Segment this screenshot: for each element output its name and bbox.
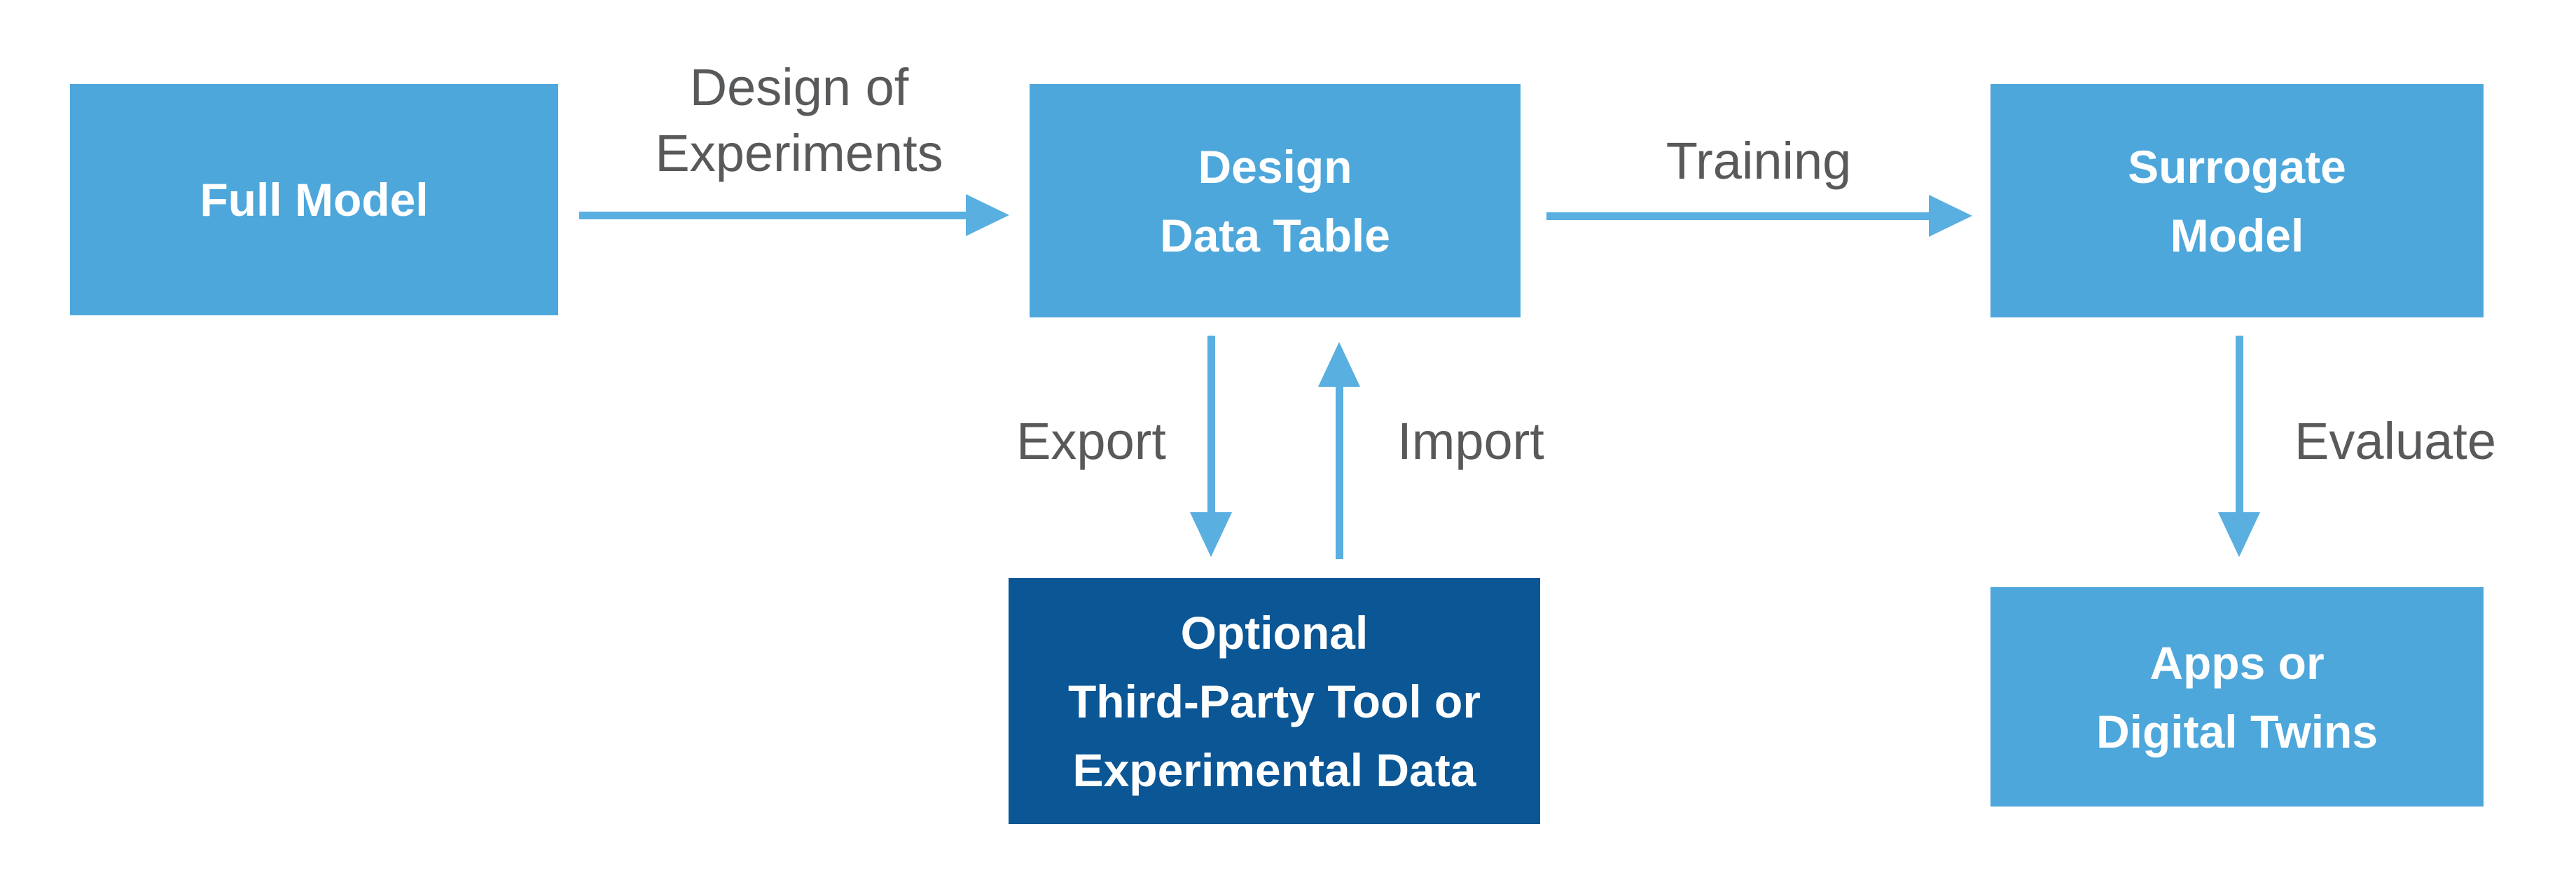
optional-third-party-label: Optional Third-Party Tool or Experimenta… xyxy=(1067,606,1481,796)
apps-digital-twins-box: Apps or Digital Twins xyxy=(1990,587,2484,807)
full-model-label: Full Model xyxy=(200,174,429,226)
arrow-shaft xyxy=(2236,336,2243,512)
import-label: Import xyxy=(1397,412,1544,470)
apps-digital-twins-label: Apps or Digital Twins xyxy=(2096,636,2378,757)
training-label: Training xyxy=(1666,132,1852,190)
design-data-table-box: Design Data Table xyxy=(1030,84,1521,317)
export-label: Export xyxy=(1016,412,1166,470)
arrow-shaft xyxy=(1546,212,1929,220)
full-model-box: Full Model xyxy=(70,84,558,315)
arrow-head-up-icon xyxy=(1318,342,1360,387)
arrow-head-down-icon xyxy=(2218,512,2260,557)
evaluate-label: Evaluate xyxy=(2294,412,2496,470)
surrogate-model-box: Surrogate Model xyxy=(1990,84,2484,317)
arrow-shaft xyxy=(1207,336,1215,512)
surrogate-model-label: Surrogate Model xyxy=(2128,140,2346,261)
design-data-table-label: Design Data Table xyxy=(1160,140,1390,261)
arrow-shaft xyxy=(579,212,966,219)
arrow-head-down-icon xyxy=(1190,512,1232,557)
design-of-experiments-label: Design of Experiments xyxy=(655,58,943,182)
arrow-shaft xyxy=(1336,387,1343,559)
arrow-head-right-icon xyxy=(966,194,1009,236)
arrow-head-right-icon xyxy=(1929,195,1972,237)
optional-third-party-box: Optional Third-Party Tool or Experimenta… xyxy=(1009,578,1540,824)
